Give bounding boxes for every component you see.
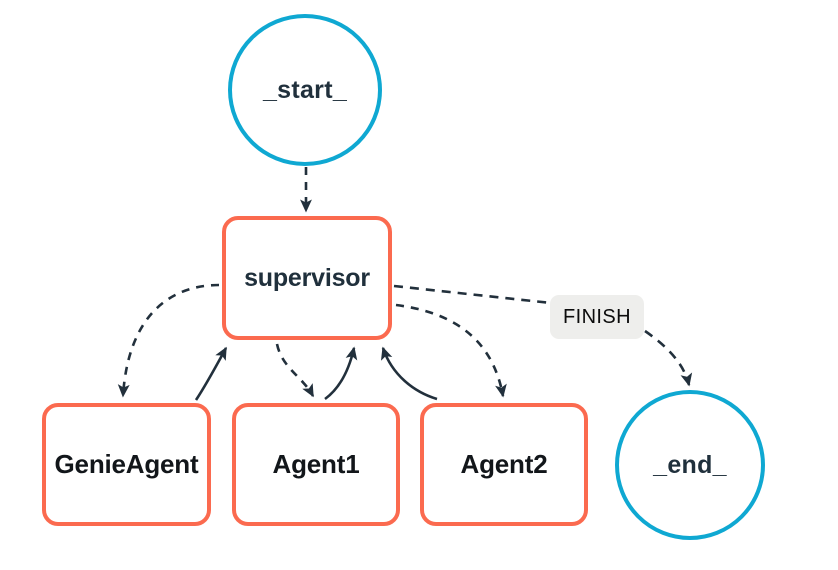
node-end-label: _end_	[653, 450, 727, 479]
node-agent1-label: Agent1	[272, 449, 360, 479]
edge-agent1-to-supervisor	[324, 346, 358, 401]
node-genieagent-label: GenieAgent	[54, 449, 199, 479]
node-start[interactable]: _start_	[228, 14, 382, 166]
node-supervisor-label: supervisor	[244, 263, 370, 292]
edge-supervisor-to-agent2	[395, 303, 507, 398]
edge-label-finish[interactable]: FINISH	[550, 295, 644, 339]
edge-finish-to-end	[644, 329, 693, 387]
node-agent2[interactable]: Agent2	[420, 403, 588, 526]
edge-supervisor-to-finish	[393, 284, 552, 305]
node-start-label: _start_	[262, 75, 348, 104]
edge-label-finish-text: FINISH	[563, 305, 631, 328]
node-end[interactable]: _end_	[615, 390, 765, 540]
node-agent1[interactable]: Agent1	[232, 403, 400, 526]
edge-genieagent-to-supervisor	[194, 346, 228, 401]
edge-supervisor-to-genieagent	[117, 283, 220, 398]
node-supervisor[interactable]: supervisor	[222, 216, 392, 340]
edge-supervisor-to-agent1	[275, 343, 315, 398]
node-agent2-label: Agent2	[460, 449, 548, 479]
node-genieagent[interactable]: GenieAgent	[42, 403, 211, 526]
edge-agent2-to-supervisor	[380, 346, 438, 401]
